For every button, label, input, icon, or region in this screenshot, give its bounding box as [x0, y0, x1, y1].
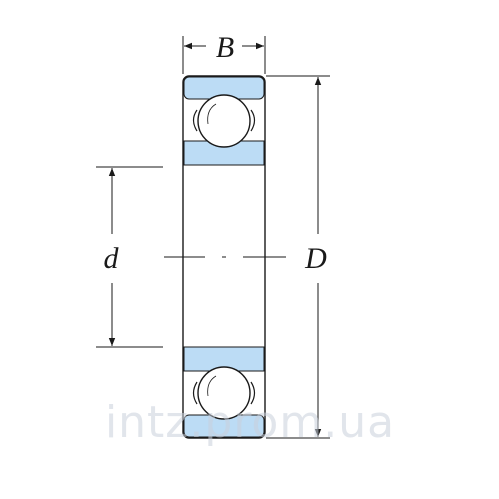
- top-left-seal: [192, 109, 198, 132]
- top-ring-section: [183, 76, 265, 166]
- top-ball-highlight: [207, 103, 217, 125]
- width-label: B: [216, 31, 234, 64]
- outer-dimension: D: [266, 75, 330, 439]
- bottom-right-seal: [250, 381, 256, 405]
- width-dimension: B: [182, 31, 266, 74]
- bottom-ring-section: [183, 346, 265, 438]
- top-ball: [197, 94, 251, 148]
- top-right-seal: [250, 109, 256, 132]
- outer-label: D: [304, 242, 327, 275]
- bottom-ball-highlight: [207, 375, 217, 397]
- bore-dimension: d: [96, 166, 163, 348]
- bore-label: d: [104, 242, 120, 275]
- bottom-left-seal: [192, 381, 198, 405]
- watermark-text: intz.prom.ua: [105, 397, 395, 448]
